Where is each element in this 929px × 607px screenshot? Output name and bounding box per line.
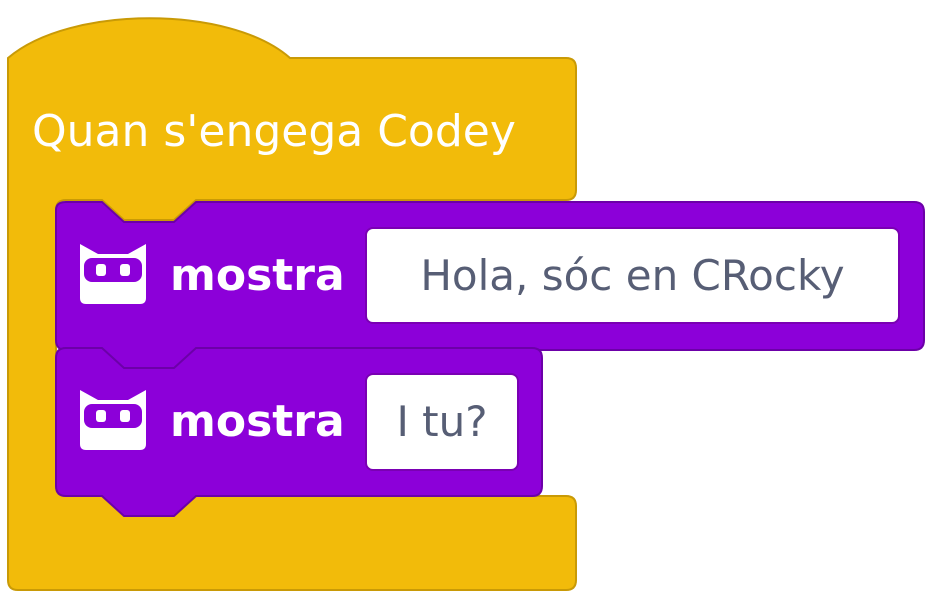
event-block-label: Quan s'engega Codey bbox=[32, 106, 516, 157]
codey-robot-icon bbox=[80, 244, 146, 304]
text-input-2[interactable]: I tu? bbox=[365, 373, 519, 471]
mostra-label: mostra bbox=[170, 250, 345, 301]
text-input-2-value: I tu? bbox=[396, 397, 488, 446]
text-input-1[interactable]: Hola, sóc en CRocky bbox=[365, 227, 900, 324]
codey-robot-icon bbox=[80, 390, 146, 450]
mostra-label: mostra bbox=[170, 396, 345, 447]
text-input-1-value: Hola, sóc en CRocky bbox=[420, 251, 845, 300]
